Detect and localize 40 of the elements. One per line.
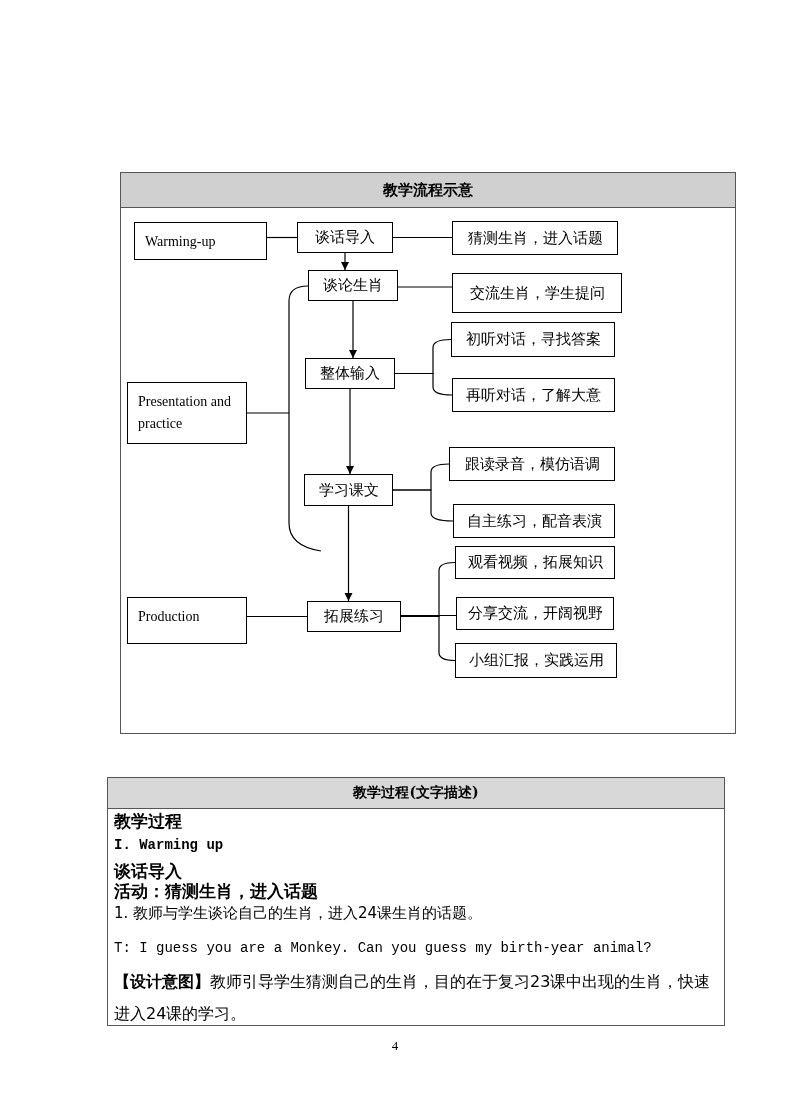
connector-line [266,236,298,239]
heading: 教学过程 [114,810,182,833]
activity-box: 分享交流，开阔视野 [456,597,614,630]
activity-box: 交流生肖，学生提问 [452,273,622,313]
activity-box: 初听对话，寻找答案 [451,322,615,357]
step-box: 整体输入 [305,358,395,389]
activity-box: 跟读录音，模仿语调 [449,447,615,481]
heading: I. Warming up [114,837,224,853]
heading: 谈话导入 [114,860,182,883]
arrow [345,388,355,475]
step-box: 拓展练习 [307,601,401,632]
step-box: 学习课文 [304,474,393,506]
table-header: 教学过程(文字描述) [108,778,724,809]
connector-line [246,615,308,618]
step-box: 谈话导入 [297,222,393,253]
heading: 活动：猜测生肖，进入话题 [114,880,318,903]
paragraph: T: I guess you are a Monkey. Can you guess my birth-year animal? [114,940,652,956]
connector-line [400,614,457,617]
paragraph: 【设计意图】教师引导学生猜测自己的生肖，目的在于复习23课中出现的生肖，快速进入24课的学习。 [114,971,712,1025]
connector-line [392,236,453,239]
panel-header: 教学流程示意 [121,173,735,208]
stage-box: Warming-up [134,222,267,260]
activity-box: 观看视频，拓展知识 [455,546,615,579]
activity-box: 再听对话，了解大意 [452,378,615,412]
activity-box: 小组汇报，实践运用 [455,643,617,678]
stage-box: Production [127,597,247,644]
arrow [344,505,353,602]
step-box: 谈论生肖 [308,270,398,301]
arrow [340,252,350,271]
activity-box: 猜测生肖，进入话题 [452,221,618,255]
activity-box: 自主练习，配音表演 [453,504,615,538]
connector-line [392,489,454,522]
flowchart-panel [120,172,736,734]
stage-box: Presentation and practice [127,382,247,444]
connector-line [394,372,453,396]
arrow [348,300,358,359]
page-number: 4 [391,1038,399,1054]
connector-line [397,286,453,288]
paragraph: 1. 教师与学生谈论自己的生肖，进入24课生肖的话题。 [114,904,483,923]
connector-line [400,615,456,662]
